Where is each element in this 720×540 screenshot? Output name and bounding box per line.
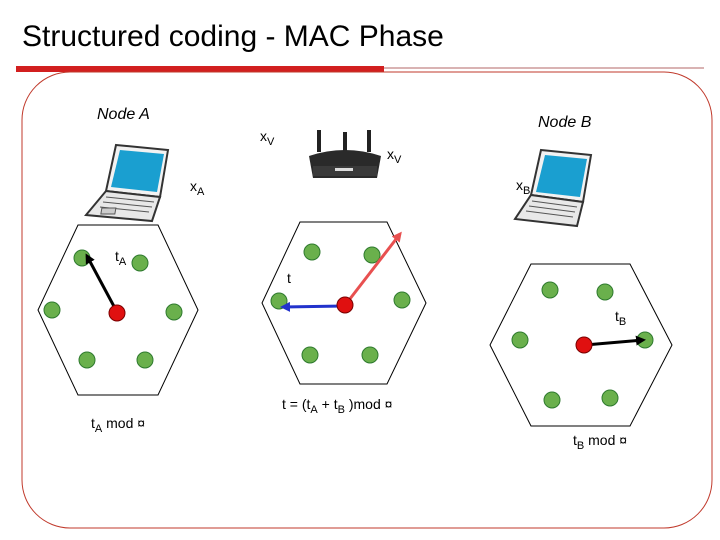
lattice-points-middle [270, 243, 411, 364]
lattice-point [511, 331, 529, 349]
lattice-point [361, 346, 379, 364]
lattice-point [543, 391, 561, 409]
lattice-point [303, 243, 321, 261]
origin-point [575, 336, 593, 354]
caption-middle: t = (tA + tB )mod ¤ [282, 396, 393, 416]
content-frame [21, 71, 713, 529]
title-underline-red [16, 66, 384, 72]
hexagon-lattice-left [37, 224, 199, 396]
lattice-point [363, 246, 381, 264]
signal-xb: xB [516, 177, 531, 197]
wireless-router-icon [309, 130, 381, 178]
title-underline-grey [384, 67, 704, 69]
vector-arrow-t-red [344, 231, 402, 305]
vector-label-tb: tB [615, 308, 627, 328]
lattice-point [78, 351, 96, 369]
lattice-point [601, 389, 619, 407]
caption-right: tB mod ¤ [573, 432, 628, 452]
vector-label-t: t [287, 270, 291, 286]
lattice-point [43, 301, 61, 319]
vector-arrow-t-blue [280, 301, 345, 312]
vector-label-ta: tA [115, 248, 127, 268]
laptop-icon [513, 148, 593, 228]
lattice-point [596, 283, 614, 301]
origin-point [108, 304, 126, 322]
signal-xv-left: xV [260, 128, 275, 148]
slide-title: Structured coding - MAC Phase [22, 20, 444, 53]
origin-point [336, 296, 354, 314]
signal-xa: xA [190, 178, 205, 198]
vector-arrow-tb [584, 335, 646, 347]
vector-arrow-ta [85, 253, 119, 313]
signal-xv-right: xV [387, 146, 402, 166]
hexagon-lattice-right [489, 263, 673, 427]
node-b-label: Node B [538, 114, 592, 131]
lattice-point [165, 303, 183, 321]
laptop-icon [84, 143, 170, 223]
lattice-point [136, 351, 154, 369]
hexagon-lattice-middle [261, 221, 427, 385]
lattice-point [541, 281, 559, 299]
lattice-point [393, 291, 411, 309]
caption-left: tA mod ¤ [91, 415, 146, 435]
lattice-point [301, 346, 319, 364]
lattice-point [131, 254, 149, 272]
node-a-label: Node A [97, 106, 150, 123]
